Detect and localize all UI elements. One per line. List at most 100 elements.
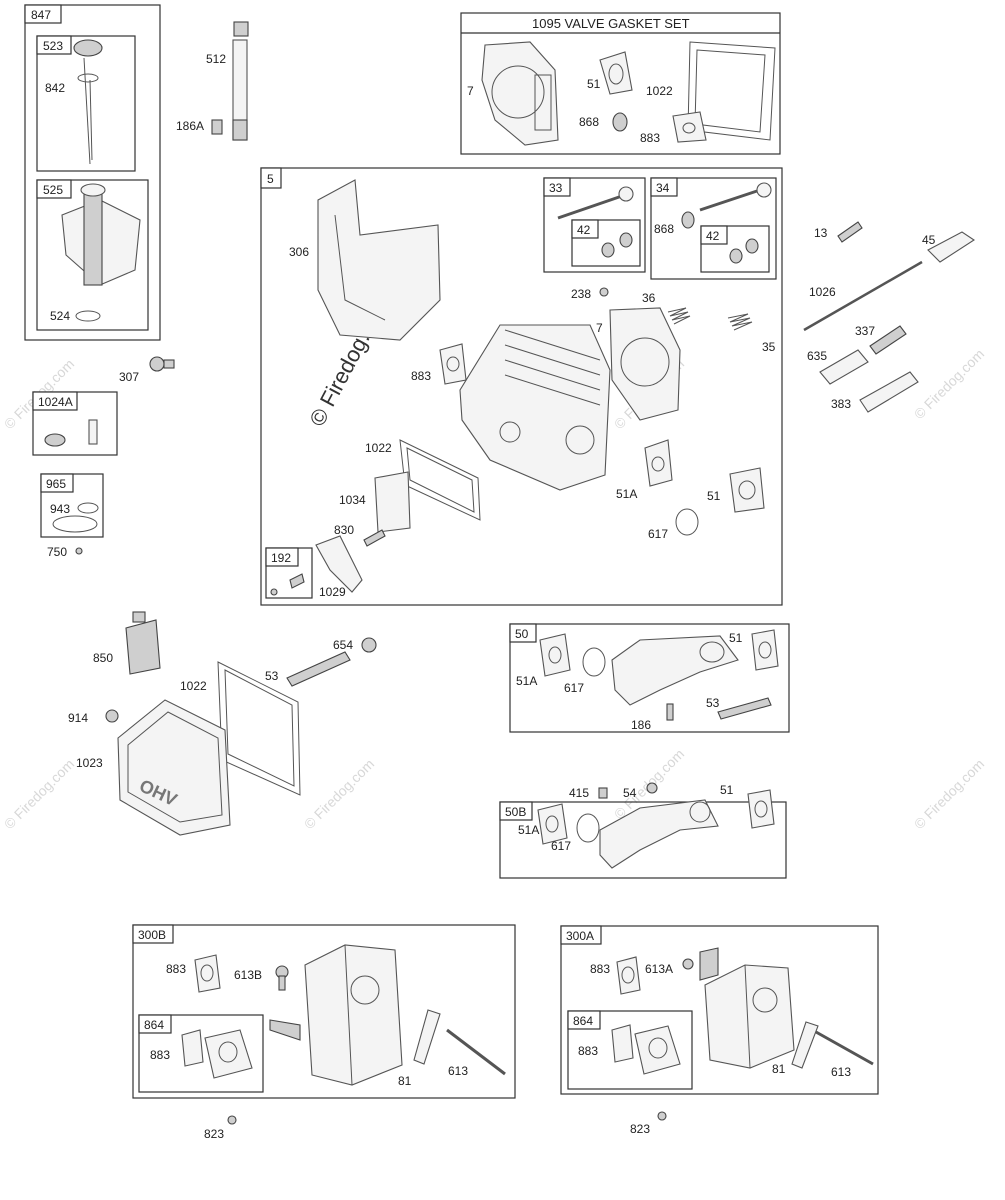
subgroup-box: [543, 177, 646, 273]
watermark: © Firedog.com: [301, 756, 377, 832]
callout: 51A: [516, 674, 537, 688]
shroud-icon: [317, 179, 441, 341]
callout: 306: [289, 245, 309, 259]
push-rod-icon: [803, 260, 923, 332]
subgroup-box: [138, 1014, 264, 1093]
group-300A: 300A 883 613A 81 613 864 883: [560, 925, 879, 1095]
keeper-icon: [729, 238, 759, 264]
group-right-parts: 13 45 1026 337 635 383: [803, 221, 976, 413]
group-5: 5 306 33 42 34 868 42: [260, 167, 783, 606]
group-box: [499, 801, 787, 879]
group-box: [260, 167, 783, 606]
callout: 617: [551, 839, 571, 853]
callout: 238: [571, 287, 591, 301]
gasket-icon: [611, 1024, 681, 1075]
callout: 35: [762, 340, 776, 354]
group-box: [509, 623, 790, 733]
group-tag: [509, 623, 537, 643]
bolt-icon: [363, 529, 386, 547]
subgroup-tag: [36, 179, 72, 199]
bolt-icon: [270, 573, 305, 596]
callout: 1024A: [38, 395, 73, 409]
callout: 965: [46, 477, 66, 491]
group-tag: [40, 473, 74, 493]
callout: 868: [579, 115, 599, 129]
callout: 7: [596, 321, 603, 335]
callout: 524: [50, 309, 70, 323]
manifold-icon: [611, 635, 739, 706]
muffler-icon: [269, 944, 403, 1086]
group-valve-cover: 850 654 53 1022 914 OHV 1023: [68, 611, 377, 836]
callout: 613: [448, 1064, 468, 1078]
cover-icon: OHV: [117, 699, 231, 836]
callout: 34: [656, 181, 670, 195]
bolt-icon: [227, 1115, 237, 1125]
group-300B: 300B 883 613B 81 613 864 8: [132, 924, 516, 1099]
bolt-icon: [666, 703, 674, 721]
group-box: [460, 12, 781, 155]
subgroup-box: [567, 1010, 693, 1090]
callout: 45: [922, 233, 936, 247]
bolt-icon: [599, 287, 609, 297]
callout: 42: [706, 229, 720, 243]
callout: 864: [144, 1018, 164, 1032]
callout: 36: [642, 291, 656, 305]
callout: 300B: [138, 928, 166, 942]
callout: 307: [119, 370, 139, 384]
callout: 1023: [76, 756, 103, 770]
group-box: [132, 924, 516, 1099]
stud-icon: [286, 651, 351, 687]
callout: 847: [31, 8, 51, 22]
subgroup-tag: [543, 177, 571, 197]
callout: 823: [204, 1127, 224, 1141]
callout: 53: [265, 669, 279, 683]
group-title: 1095 VALVE GASKET SET: [532, 16, 690, 31]
callout: 850: [93, 651, 113, 665]
bolt-icon: [75, 547, 83, 555]
spring-icon: [727, 313, 753, 331]
callout: 300A: [566, 929, 594, 943]
watermark: © Firedog.com: [1, 756, 77, 832]
gasket-icon: [747, 789, 775, 829]
gasket-icon: [539, 633, 571, 677]
group-left-parts: 307 1024A 965 943 750: [32, 356, 175, 559]
callout: 51A: [518, 823, 539, 837]
callout: 54: [623, 786, 637, 800]
group-50: 50 51A 617 51 186 53: [509, 623, 790, 733]
rocker-icon: [927, 231, 976, 263]
group-tag: [499, 801, 533, 821]
callout: 1022: [365, 441, 392, 455]
callout: 1026: [809, 285, 836, 299]
bolt-icon: [44, 419, 98, 447]
bolt-icon: [815, 1030, 874, 1066]
bracket-icon: [791, 1021, 819, 1069]
callout: 1029: [319, 585, 346, 599]
o-ring-icon: [77, 502, 99, 514]
callout: 842: [45, 81, 65, 95]
callout: 613A: [645, 962, 673, 976]
subgroup-tag: [138, 1014, 172, 1034]
callout: 192: [271, 551, 291, 565]
callout: 186: [631, 718, 651, 732]
bracket-icon: [413, 1009, 441, 1065]
group-tag: [24, 4, 62, 24]
callout: 864: [573, 1014, 593, 1028]
gasket-icon: [609, 307, 681, 421]
group-box: [24, 4, 161, 341]
callout: 51: [707, 489, 721, 503]
gasket-icon: [751, 629, 779, 671]
callout: 617: [648, 527, 668, 541]
bracket-icon: [315, 535, 363, 593]
cylinder-head-icon: [459, 324, 611, 491]
callout: 81: [772, 1062, 786, 1076]
gasket-icon: [599, 51, 633, 95]
nut-icon: [361, 637, 377, 653]
subgroup-box: [36, 35, 136, 172]
subgroup-tag: [36, 35, 72, 55]
manifold-icon: [599, 799, 719, 869]
callout: 5: [267, 172, 274, 186]
bolt-icon: [682, 958, 694, 970]
callout: 415: [569, 786, 589, 800]
valve-icon: [557, 186, 634, 220]
